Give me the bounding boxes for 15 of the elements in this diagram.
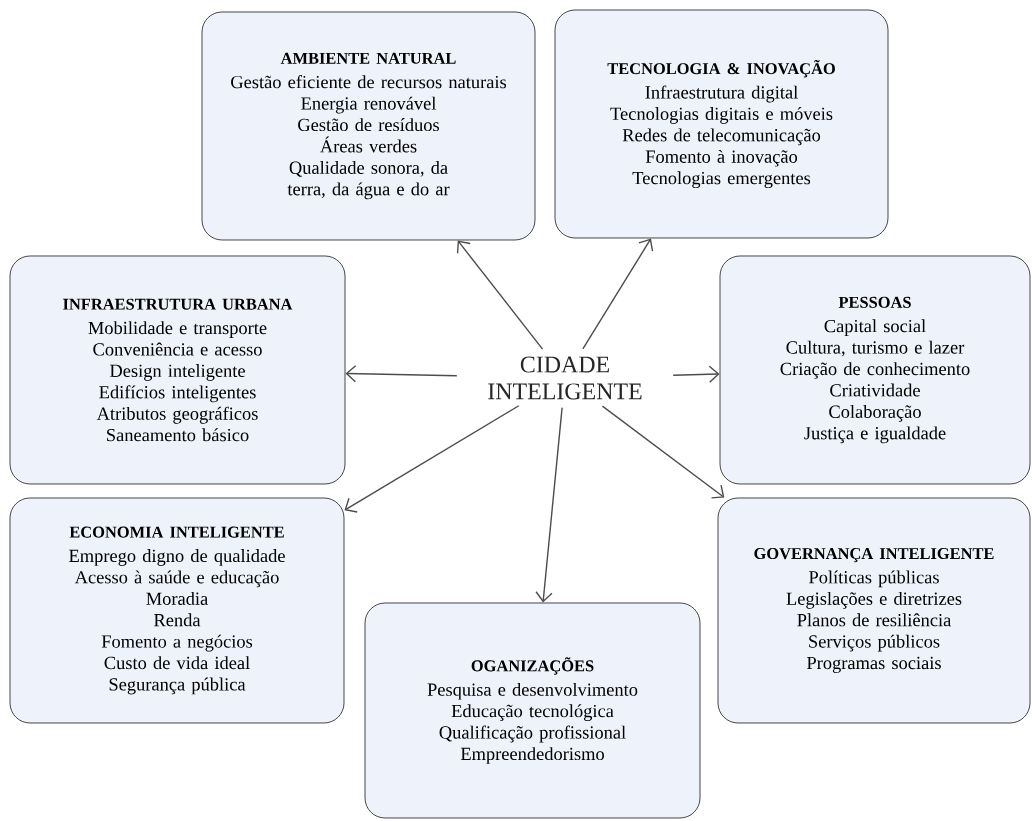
- category-box: AMBIENTE NATURAL Gestão eficiente de recursos naturais Energia renovável Gestão de resíduos Áreas verdes Qualidade sonora, da terra, da água e do ar: [201, 11, 536, 241]
- category-box: TECNOLOGIA & INOVAÇÃO Infraestrutura digital Tecnologias digitais e móveis Redes de telecomunicação Fomento à inovação Tecnologias emergentes: [554, 9, 889, 239]
- arrow: [601, 405, 725, 499]
- category-box: PESSOAS Capital social Cultura, turismo e lazer Criação de conhecimento Criatividade Colaboração Justiça e igualdade: [719, 255, 1031, 485]
- arrow: [456, 240, 544, 350]
- arrow: [345, 364, 458, 383]
- center-label: CIDADE INTELIGENTE: [488, 356, 642, 400]
- category-box: OGANIZAÇÕES Pesquisa e desenvolvimento Educação tecnológica Qualificação profissional Empreendedorismo: [364, 602, 701, 819]
- arrow: [344, 405, 520, 513]
- category-box: GOVERNANÇA INTELIGENTE Políticas públicas Legislações e diretrizes Planos de resiliência Serviços públicos Programas sociais: [717, 497, 1031, 724]
- category-box: INFRAESTRUTURA URBANA Mobilidade e transporte Conveniência e acesso Design inteligente Edifícios inteligentes Atributos geográficos Saneamento básico: [9, 255, 346, 485]
- arrow: [672, 365, 720, 383]
- arrow: [582, 238, 654, 350]
- category-box: ECONOMIA INTELIGENTE Emprego digno de qualidade Acesso à saúde e educação Moradia Renda Fomento a negócios Custo de vida ideal Segurança pública: [9, 497, 345, 724]
- arrow: [535, 406, 563, 603]
